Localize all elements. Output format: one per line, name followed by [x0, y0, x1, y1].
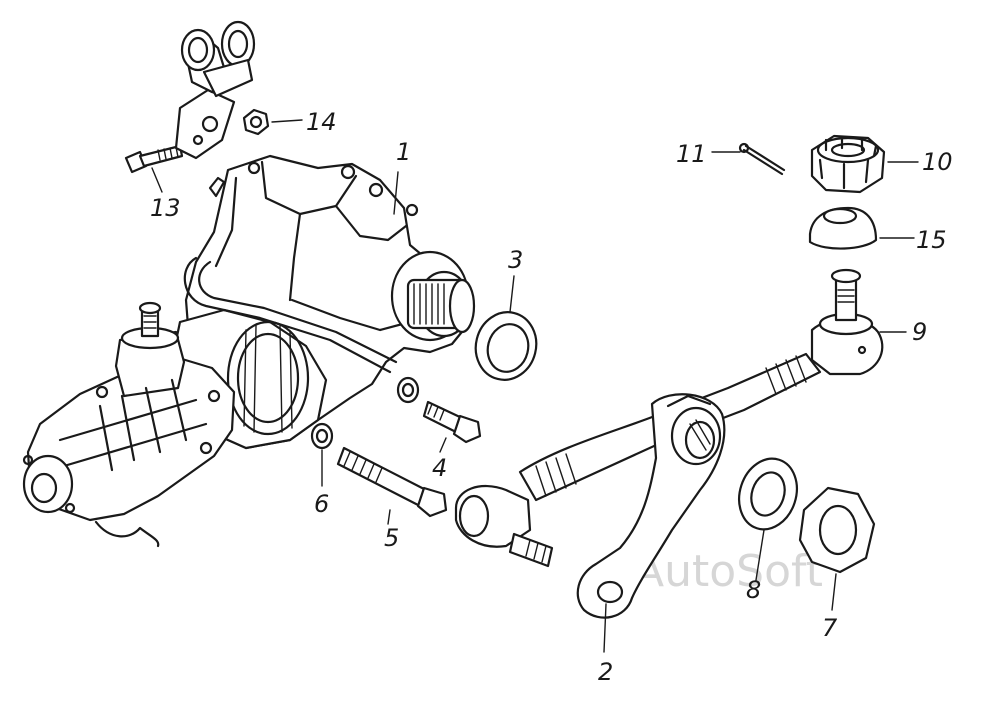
part-7-hex-nut: [798, 486, 876, 574]
part-3-seal: [474, 311, 538, 381]
callout-11: 11: [676, 140, 707, 168]
callout-7: 7: [822, 614, 838, 642]
part-13-bolt: [124, 144, 184, 174]
part-6-washer: [310, 422, 334, 450]
part-11-cotter-pin: [738, 142, 786, 176]
part-4-bolt: [422, 400, 482, 444]
callout-9: 9: [912, 318, 927, 346]
callout-13: 13: [150, 194, 181, 222]
callout-3: 3: [508, 246, 523, 274]
callout-14: 14: [306, 108, 337, 136]
leader-lines: [151, 119, 919, 653]
part-10-castle-nut: [810, 134, 886, 194]
callout-15: 15: [916, 226, 947, 254]
control-valve-assembly: [22, 301, 236, 548]
part-2-pitman-arm: [454, 352, 822, 619]
washer-upper: [396, 376, 420, 404]
callout-2: 2: [598, 658, 613, 686]
part-14-nut: [242, 108, 270, 136]
callout-6: 6: [314, 490, 329, 518]
callout-5: 5: [384, 524, 399, 552]
callout-1: 1: [396, 138, 411, 166]
callout-labels: 1 2 3 4 5 6 7 8 9 10 11 13 14 15: [150, 108, 953, 686]
part-9-ball-joint: [810, 268, 884, 376]
callout-8: 8: [746, 576, 761, 604]
universal-joint-yoke: [174, 20, 256, 160]
watermark: AutoSoft: [634, 546, 823, 597]
callout-4: 4: [432, 454, 447, 482]
part-15-boot: [808, 206, 878, 250]
callout-10: 10: [922, 148, 953, 176]
part-5-bolt: [336, 446, 448, 518]
part-8-washer: [738, 457, 798, 531]
